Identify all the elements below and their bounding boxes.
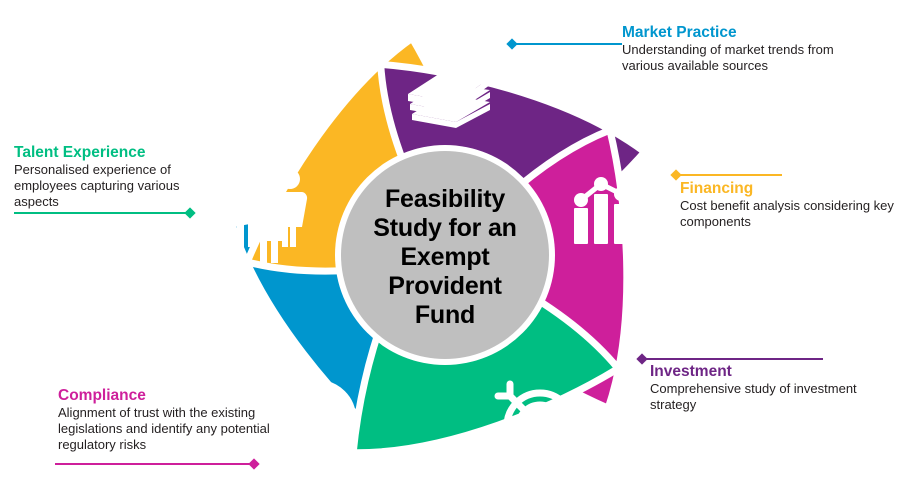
connector-investment	[636, 353, 823, 365]
bar-chart-icon	[574, 168, 649, 244]
center-label: Feasibility Study for an Exempt Providen…	[338, 185, 552, 330]
target-arrow-icon	[494, 380, 577, 463]
callout-title: Financing	[680, 180, 754, 197]
callout-description: Comprehensive study of investment strate…	[650, 381, 857, 413]
callout-title: Compliance	[58, 387, 146, 404]
center-line-3: Exempt	[400, 243, 490, 271]
callout-description: Cost benefit analysis considering key co…	[680, 198, 894, 230]
connector-compliance	[55, 458, 260, 470]
callout-talent-experience[interactable]: Talent Experience Personalised experienc…	[14, 144, 209, 210]
center-line-4: Provident	[388, 272, 502, 300]
callout-investment[interactable]: Investment Comprehensive study of invest…	[650, 363, 890, 413]
connector-line	[508, 43, 622, 45]
center-line-2: Study for an	[373, 214, 517, 242]
callout-financing[interactable]: Financing Cost benefit analysis consider…	[680, 180, 895, 230]
connector-line	[14, 212, 194, 214]
callout-compliance[interactable]: Compliance Alignment of trust with the e…	[58, 387, 273, 453]
connector-line	[638, 358, 823, 360]
connector-line	[55, 463, 258, 465]
callout-description: Personalised experience of employees cap…	[14, 162, 180, 210]
globe-icon	[280, 380, 356, 456]
center-line-1: Feasibility	[384, 185, 506, 213]
connector-talent-experience	[14, 207, 196, 219]
connector-market-practice	[506, 38, 622, 50]
callout-title: Investment	[650, 363, 732, 380]
connector-line	[672, 174, 782, 176]
callout-market-practice[interactable]: Market Practice Understanding of market …	[622, 24, 874, 74]
callout-description: Alignment of trust with the existing leg…	[58, 405, 270, 453]
money-stack-icon	[408, 72, 490, 128]
callout-title: Talent Experience	[14, 144, 146, 161]
connector-financing	[670, 169, 782, 181]
callout-title: Market Practice	[622, 24, 737, 41]
center-line-5: Fund	[414, 301, 476, 329]
people-group-icon	[228, 169, 308, 263]
center-hub	[341, 151, 549, 359]
callout-description: Understanding of market trends from vari…	[622, 42, 834, 74]
